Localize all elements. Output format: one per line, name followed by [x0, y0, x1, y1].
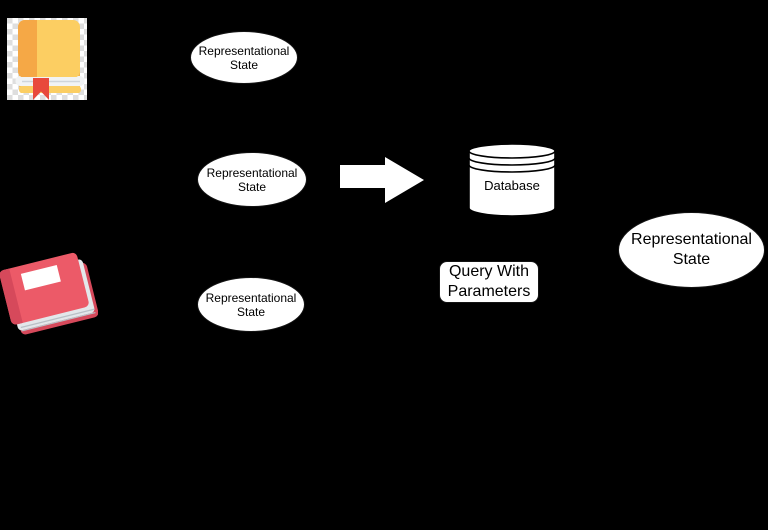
representational-state-label: Representational State [198, 43, 290, 72]
query-with-parameters-label: Query With Parameters [447, 263, 531, 300]
database-node: Database [467, 142, 557, 218]
red-book-graphic [0, 252, 98, 335]
representational-state-node-result: Representational State [618, 212, 765, 288]
representational-state-label: Representational State [631, 231, 752, 268]
database-label: Database [484, 178, 540, 193]
red-book-icon [0, 252, 98, 338]
yellow-book-icon [7, 18, 87, 100]
right-arrow-icon [338, 155, 426, 205]
representational-state-node-top: Representational State [190, 31, 298, 84]
database-cylinder-icon [468, 143, 556, 217]
yellow-book-graphic [15, 20, 85, 100]
query-with-parameters-node: Query With Parameters [439, 261, 539, 303]
representational-state-node-bottom: Representational State [197, 277, 305, 332]
representational-state-node-middle: Representational State [197, 152, 307, 207]
representational-state-label: Representational State [206, 165, 298, 194]
representational-state-label: Representational State [205, 290, 297, 319]
